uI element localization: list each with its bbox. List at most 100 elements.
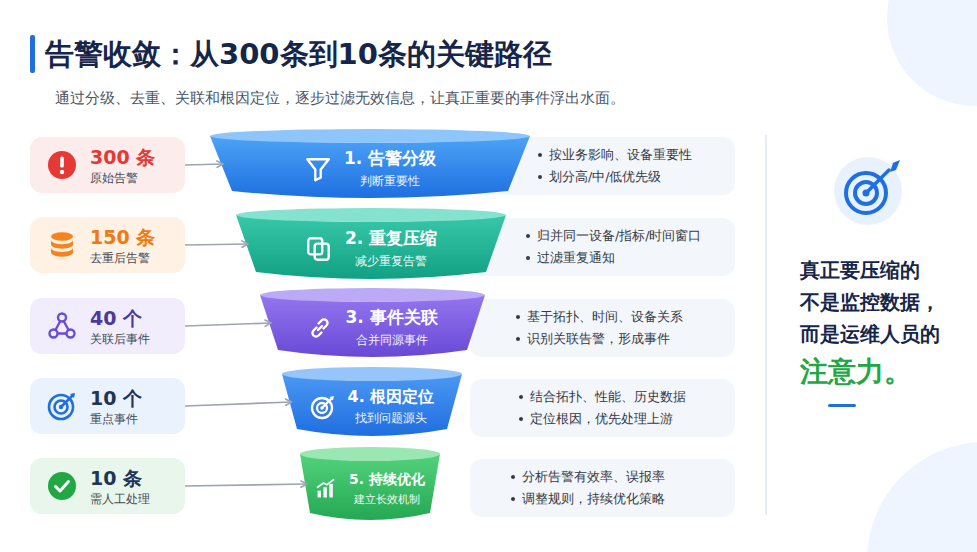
bullet-text: 定位根因，优先处理上游 bbox=[530, 410, 673, 428]
decor-circle bbox=[867, 442, 977, 552]
bullet-dot bbox=[516, 315, 520, 319]
bullet-text: 识别关联告警，形成事件 bbox=[527, 330, 670, 348]
card-icon-part bbox=[58, 314, 66, 322]
band-subtitle: 减少重复告警 bbox=[355, 253, 427, 270]
band-content: 5. 持续优化建立长效机制 bbox=[300, 446, 440, 522]
bullet-line: 按业务影响、设备重要性 bbox=[538, 146, 692, 164]
bullet-line: 定位根因，优先处理上游 bbox=[519, 410, 673, 428]
band-rim bbox=[236, 208, 506, 222]
band-subtitle: 建立长效机制 bbox=[354, 492, 420, 507]
band-icon-part bbox=[329, 483, 332, 497]
band-icon-part bbox=[323, 487, 326, 497]
card-icon-part bbox=[48, 151, 76, 179]
bullet-line: 调整规则，持续优化策略 bbox=[511, 490, 665, 508]
band-rim bbox=[210, 129, 530, 143]
band-icon bbox=[315, 478, 337, 500]
band-body bbox=[210, 136, 530, 198]
band-text: 2. 重复压缩减少重复告警 bbox=[345, 227, 437, 270]
count-label: 原始告警 bbox=[90, 170, 138, 186]
card-icon-part bbox=[56, 482, 69, 492]
band-icon-part bbox=[315, 243, 329, 259]
funnel-band: 1. 告警分级判断重要性 bbox=[210, 128, 530, 200]
bullet-line: 结合拓扑、性能、历史数据 bbox=[519, 388, 686, 406]
bullet-text: 按业务影响、设备重要性 bbox=[549, 146, 692, 164]
decor-circle bbox=[887, 0, 977, 106]
band-icon-part bbox=[307, 159, 329, 180]
funnel-band: 3. 事件关联合并同源事件 bbox=[260, 287, 485, 359]
count-label: 去重后告警 bbox=[90, 250, 150, 266]
bullet-dot bbox=[526, 256, 530, 260]
band-body bbox=[300, 454, 440, 520]
band-text: 5. 持续优化建立长效机制 bbox=[349, 471, 425, 507]
target-icon bbox=[834, 157, 902, 225]
detail-card: 归并同一设备/指标/时间窗口过滤重复通知 bbox=[470, 218, 735, 276]
band-icon bbox=[307, 315, 333, 341]
divider-line bbox=[765, 135, 767, 515]
band-icon-part-part bbox=[318, 326, 322, 330]
bullet-dot bbox=[538, 153, 542, 157]
accent-underline bbox=[828, 404, 856, 407]
bullet-text: 过滤重复通知 bbox=[537, 249, 615, 267]
band-content: 2. 重复压缩减少重复告警 bbox=[236, 207, 506, 281]
card-icon bbox=[46, 390, 78, 422]
band-icon-part-part bbox=[313, 327, 322, 336]
count-number: 10 条 bbox=[90, 466, 142, 490]
band-text: 4. 根因定位找到问题源头 bbox=[348, 387, 435, 426]
bullet-text: 分析告警有效率、误报率 bbox=[522, 468, 665, 486]
bullet-line: 过滤重复通知 bbox=[526, 249, 615, 267]
band-rim bbox=[300, 447, 440, 461]
band-body bbox=[260, 295, 485, 357]
funnel-band: 2. 重复压缩减少重复告警 bbox=[236, 207, 506, 281]
count-number: 40 个 bbox=[90, 306, 142, 330]
flow-arrow bbox=[185, 323, 271, 326]
diagram-title: 告警收敛：从300条到10条的关键路径 bbox=[45, 33, 552, 75]
flow-arrow bbox=[185, 402, 292, 406]
band-icon-part bbox=[322, 398, 332, 408]
band-subtitle: 找到问题源头 bbox=[355, 411, 427, 426]
target-arrow bbox=[866, 170, 889, 193]
title-bar bbox=[30, 35, 35, 73]
card-icon-part bbox=[70, 393, 75, 398]
bullet-line: 归并同一设备/指标/时间窗口 bbox=[526, 227, 701, 245]
bullet-dot bbox=[538, 175, 542, 179]
count-card: 10 个重点事件 bbox=[30, 378, 185, 434]
band-title: 1. 告警分级 bbox=[344, 147, 436, 170]
detail-card: 分析告警有效率、误报率调整规则，持续优化策略 bbox=[470, 459, 735, 517]
count-label: 重点事件 bbox=[90, 411, 138, 427]
statement-text: 真正要压缩的 不是监控数据， 而是运维人员的 bbox=[800, 254, 965, 350]
highlight-text: 注意力。 bbox=[800, 352, 912, 392]
icon-bg bbox=[834, 157, 902, 225]
card-icon-part bbox=[67, 330, 75, 338]
count-card: 300 条原始告警 bbox=[30, 137, 185, 193]
count-card: 150 条去重后告警 bbox=[30, 217, 185, 273]
band-title: 3. 事件关联 bbox=[345, 306, 437, 329]
bullet-dot bbox=[511, 475, 515, 479]
flow-arrow bbox=[185, 484, 307, 486]
count-card: 10 条需人工处理 bbox=[30, 458, 185, 514]
bullet-dot bbox=[511, 497, 515, 501]
band-body bbox=[236, 215, 506, 279]
band-body bbox=[282, 374, 462, 436]
band-rim bbox=[282, 367, 462, 381]
bullet-dot bbox=[516, 337, 520, 341]
band-subtitle: 判断重要性 bbox=[360, 173, 420, 190]
count-label: 关联后事件 bbox=[90, 331, 150, 347]
bullet-text: 基于拓扑、时间、设备关系 bbox=[527, 308, 683, 326]
card-icon-part bbox=[50, 330, 58, 338]
count-number: 300 条 bbox=[90, 145, 155, 169]
count-label: 需人工处理 bbox=[90, 491, 150, 507]
band-icon-part-part bbox=[319, 319, 328, 328]
card-icon bbox=[46, 310, 78, 342]
card-icon-part bbox=[51, 232, 73, 240]
arrow-fletch bbox=[884, 160, 900, 172]
band-title: 4. 根因定位 bbox=[348, 387, 435, 408]
band-text: 1. 告警分级判断重要性 bbox=[344, 147, 436, 190]
band-content: 1. 告警分级判断重要性 bbox=[210, 128, 530, 200]
flow-arrow bbox=[185, 164, 223, 165]
bullet-dot bbox=[519, 395, 523, 399]
bullet-dot bbox=[526, 234, 530, 238]
band-text: 3. 事件关联合并同源事件 bbox=[345, 306, 437, 349]
card-icon-part bbox=[61, 395, 73, 407]
band-icon bbox=[305, 235, 333, 263]
band-title: 5. 持续优化 bbox=[349, 471, 425, 489]
